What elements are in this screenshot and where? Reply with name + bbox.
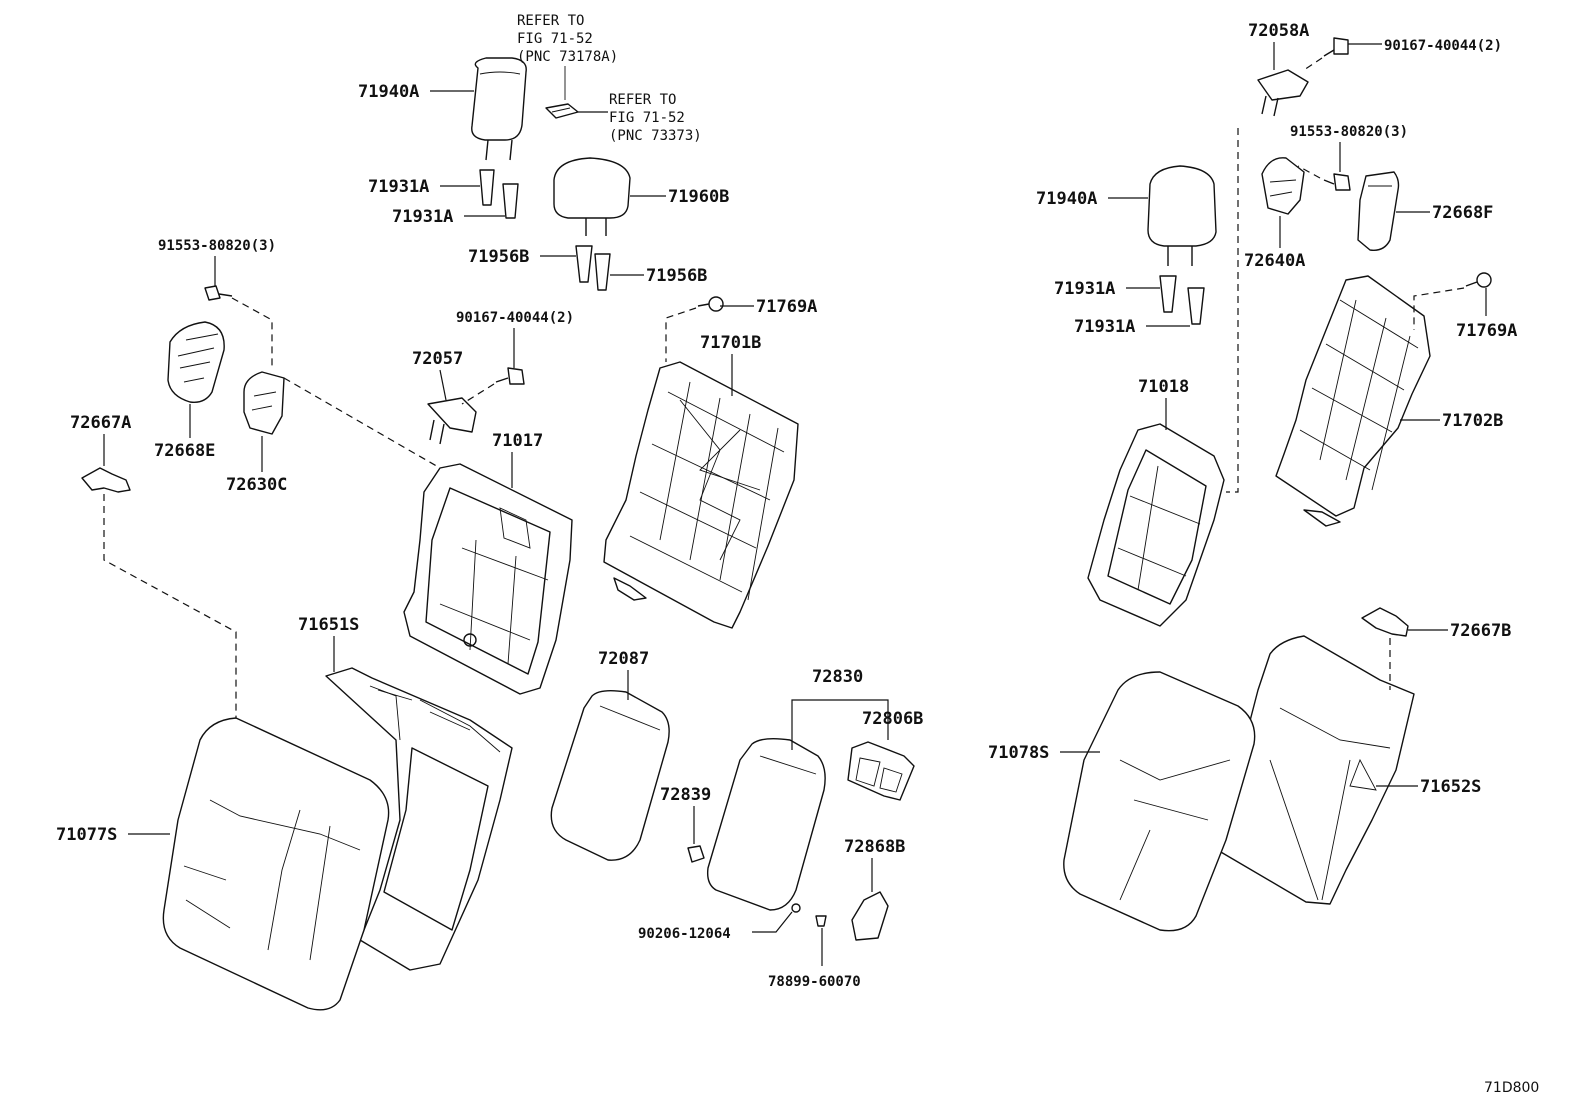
guide-sleeves-71956B[interactable]	[575, 245, 611, 291]
callout-72057: 72057	[412, 349, 463, 369]
callout-71017: 71017	[492, 431, 543, 451]
hinge-cover-72630C[interactable]	[243, 371, 285, 435]
callout-71651S: 71651S	[298, 615, 359, 635]
seatback-board-71701B[interactable]	[603, 361, 799, 629]
callout-72806B: 72806B	[862, 709, 923, 729]
callout-72640A: 72640A	[1244, 251, 1305, 271]
callout-71769A-right: 71769A	[1456, 321, 1517, 341]
bolt-91553-right[interactable]	[1323, 173, 1351, 191]
figure-id: 71D800	[1484, 1080, 1539, 1096]
callout-71769A-left: 71769A	[756, 297, 817, 317]
clip-71769A-left[interactable]	[697, 296, 724, 312]
callout-71940A-right: 71940A	[1036, 189, 1097, 209]
callout-71956B-1: 71956B	[468, 247, 529, 267]
guide-sleeves-71931A-left[interactable]	[479, 169, 519, 219]
callout-71931A-right-1: 71931A	[1054, 279, 1115, 299]
callout-78899: 78899-60070	[768, 974, 861, 990]
bolt-90167-right[interactable]	[1323, 37, 1349, 57]
callout-72839: 72839	[660, 785, 711, 805]
bolt-90167-left[interactable]	[495, 367, 525, 385]
seatback-cover-71077S[interactable]	[162, 717, 390, 1011]
callout-71652S: 71652S	[1420, 777, 1481, 797]
callout-90167-right: 90167-40044(2)	[1384, 38, 1502, 54]
refer-note-guide-line2: FIG 71-52	[609, 110, 685, 126]
callout-72668F: 72668F	[1432, 203, 1493, 223]
callout-72087: 72087	[598, 649, 649, 669]
bracket-72667B[interactable]	[1361, 607, 1409, 637]
callout-71956B-2: 71956B	[646, 266, 707, 286]
callout-71018: 71018	[1138, 377, 1189, 397]
cup-holder-72806B[interactable]	[847, 741, 915, 801]
callout-72868B: 72868B	[844, 837, 905, 857]
headrest-right[interactable]	[1147, 165, 1217, 266]
armrest-cover-72830[interactable]	[706, 737, 826, 911]
seatback-board-71702B[interactable]	[1275, 275, 1431, 527]
callout-72630C: 72630C	[226, 475, 287, 495]
lock-cover-72057[interactable]	[427, 397, 477, 445]
clip-71769A-right[interactable]	[1465, 272, 1492, 288]
callout-71931A-left-2: 71931A	[392, 207, 453, 227]
hinge-cover-72668F[interactable]	[1357, 171, 1400, 251]
callout-71931A-right-2: 71931A	[1074, 317, 1135, 337]
armrest-pad-72087[interactable]	[550, 689, 670, 861]
hinge-cover-72640A[interactable]	[1261, 157, 1305, 215]
callout-71960B: 71960B	[668, 187, 729, 207]
callout-72058A: 72058A	[1248, 21, 1309, 41]
seatback-frame-71017[interactable]	[403, 463, 573, 695]
seatback-frame-71018[interactable]	[1087, 423, 1225, 627]
callout-71702B: 71702B	[1442, 411, 1503, 431]
guide-clip-left[interactable]	[545, 103, 579, 119]
callout-91553-right: 91553-80820(3)	[1290, 124, 1408, 140]
callout-71701B: 71701B	[700, 333, 761, 353]
callout-72667B: 72667B	[1450, 621, 1511, 641]
headrest-left[interactable]	[471, 57, 527, 161]
seatback-cover-71078S[interactable]	[1063, 671, 1256, 932]
callout-71940A-left: 71940A	[358, 82, 419, 102]
callout-91553-left: 91553-80820(3)	[158, 238, 276, 254]
refer-note-headrest-line3: (PNC 73178A)	[517, 49, 618, 65]
hinge-cover-72668E[interactable]	[167, 321, 225, 403]
refer-note-headrest-line2: FIG 71-52	[517, 31, 593, 47]
screw-78899[interactable]	[815, 915, 827, 927]
guide-sleeves-71931A-right[interactable]	[1159, 275, 1205, 325]
callout-72830: 72830	[812, 667, 863, 687]
bracket-72667A[interactable]	[81, 467, 131, 493]
refer-note-headrest-line1: REFER TO	[517, 13, 584, 29]
callout-90167-left: 90167-40044(2)	[456, 310, 574, 326]
callout-72667A: 72667A	[70, 413, 131, 433]
seatback-pad-71651S[interactable]	[325, 667, 513, 971]
callout-71931A-left-1: 71931A	[368, 177, 429, 197]
bolt-91553-left[interactable]	[204, 285, 233, 301]
callout-72668E: 72668E	[154, 441, 215, 461]
callout-71078S: 71078S	[988, 743, 1049, 763]
lock-cover-72058A[interactable]	[1257, 69, 1309, 117]
cap-72839[interactable]	[687, 845, 705, 863]
callout-90206: 90206-12064	[638, 926, 731, 942]
cover-72868B[interactable]	[851, 891, 889, 941]
headrest-center[interactable]	[553, 157, 631, 236]
refer-note-guide-line1: REFER TO	[609, 92, 676, 108]
refer-note-guide-line3: (PNC 73373)	[609, 128, 702, 144]
screw-90206[interactable]	[791, 903, 801, 913]
callout-71077S: 71077S	[56, 825, 117, 845]
